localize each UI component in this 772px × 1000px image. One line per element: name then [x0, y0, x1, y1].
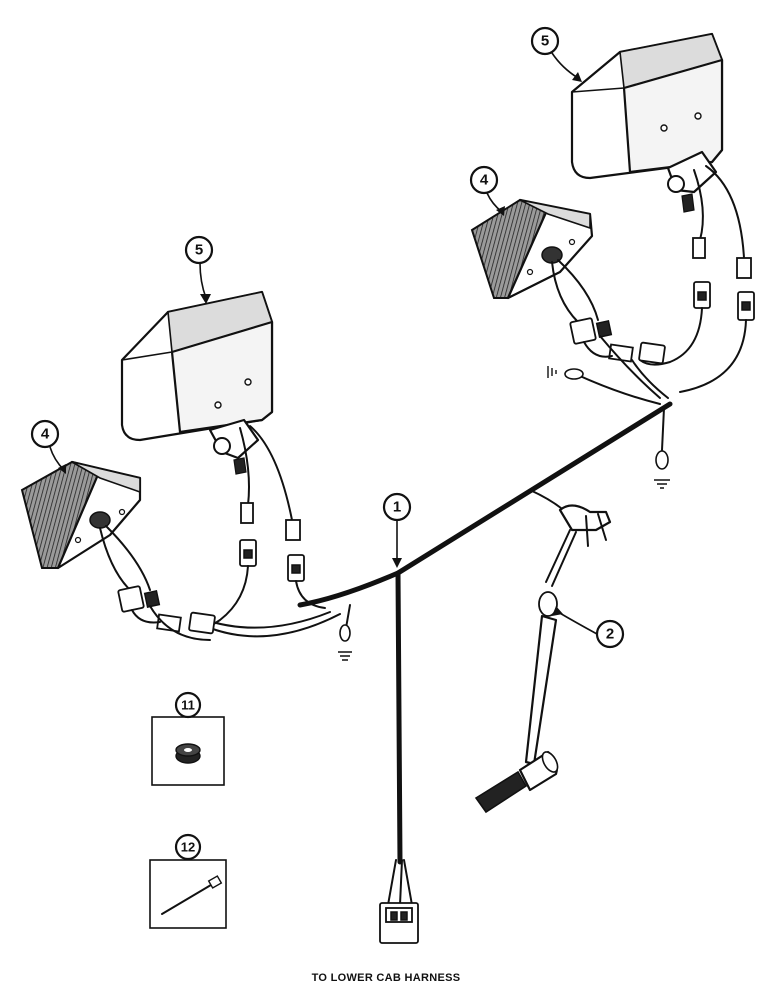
callout-grommet: 11 [174, 691, 202, 719]
left-work-connectors [117, 585, 216, 641]
flood-lamp-left [120, 290, 293, 521]
ground-terminal-right-upper [547, 366, 661, 405]
cable-tie-box [149, 859, 227, 929]
ground-terminal-left [338, 604, 352, 661]
work-lamp-right [470, 198, 599, 323]
work-lamp-left [20, 460, 151, 591]
grommet-box [151, 716, 225, 786]
callout-work-lamp-right: 4 [469, 165, 505, 216]
flood-lamp-right [570, 32, 745, 259]
callout-label-flood-lamp-right: 5 [541, 33, 549, 50]
callout-label-work-lamp-right: 4 [480, 172, 489, 189]
callout-label-work-lamp-left: 4 [41, 426, 50, 443]
ground-terminal-right-lower [654, 407, 670, 489]
callout-flood-lamp-right: 5 [530, 26, 582, 82]
switch-assembly [474, 489, 612, 814]
callout-label-switch: 2 [606, 626, 614, 643]
callout-flood-lamp-left: 5 [184, 235, 214, 304]
callout-work-lamp-left: 4 [30, 419, 66, 474]
callout-label-harness: 1 [393, 499, 401, 516]
callout-switch: 2 [552, 606, 625, 649]
callout-label-grommet: 11 [181, 698, 195, 713]
right-flood-connectors [639, 237, 755, 393]
callout-cable-tie: 12 [174, 833, 202, 861]
lower-cab-connector [379, 859, 419, 944]
callout-label-cable-tie: 12 [181, 840, 195, 855]
left-flood-connectors [199, 502, 326, 631]
callout-harness: 1 [382, 492, 412, 568]
callout-label-flood-lamp-left: 5 [195, 242, 203, 259]
diagram-caption: TO LOWER CAB HARNESS [311, 972, 461, 984]
right-work-connectors [569, 317, 669, 399]
